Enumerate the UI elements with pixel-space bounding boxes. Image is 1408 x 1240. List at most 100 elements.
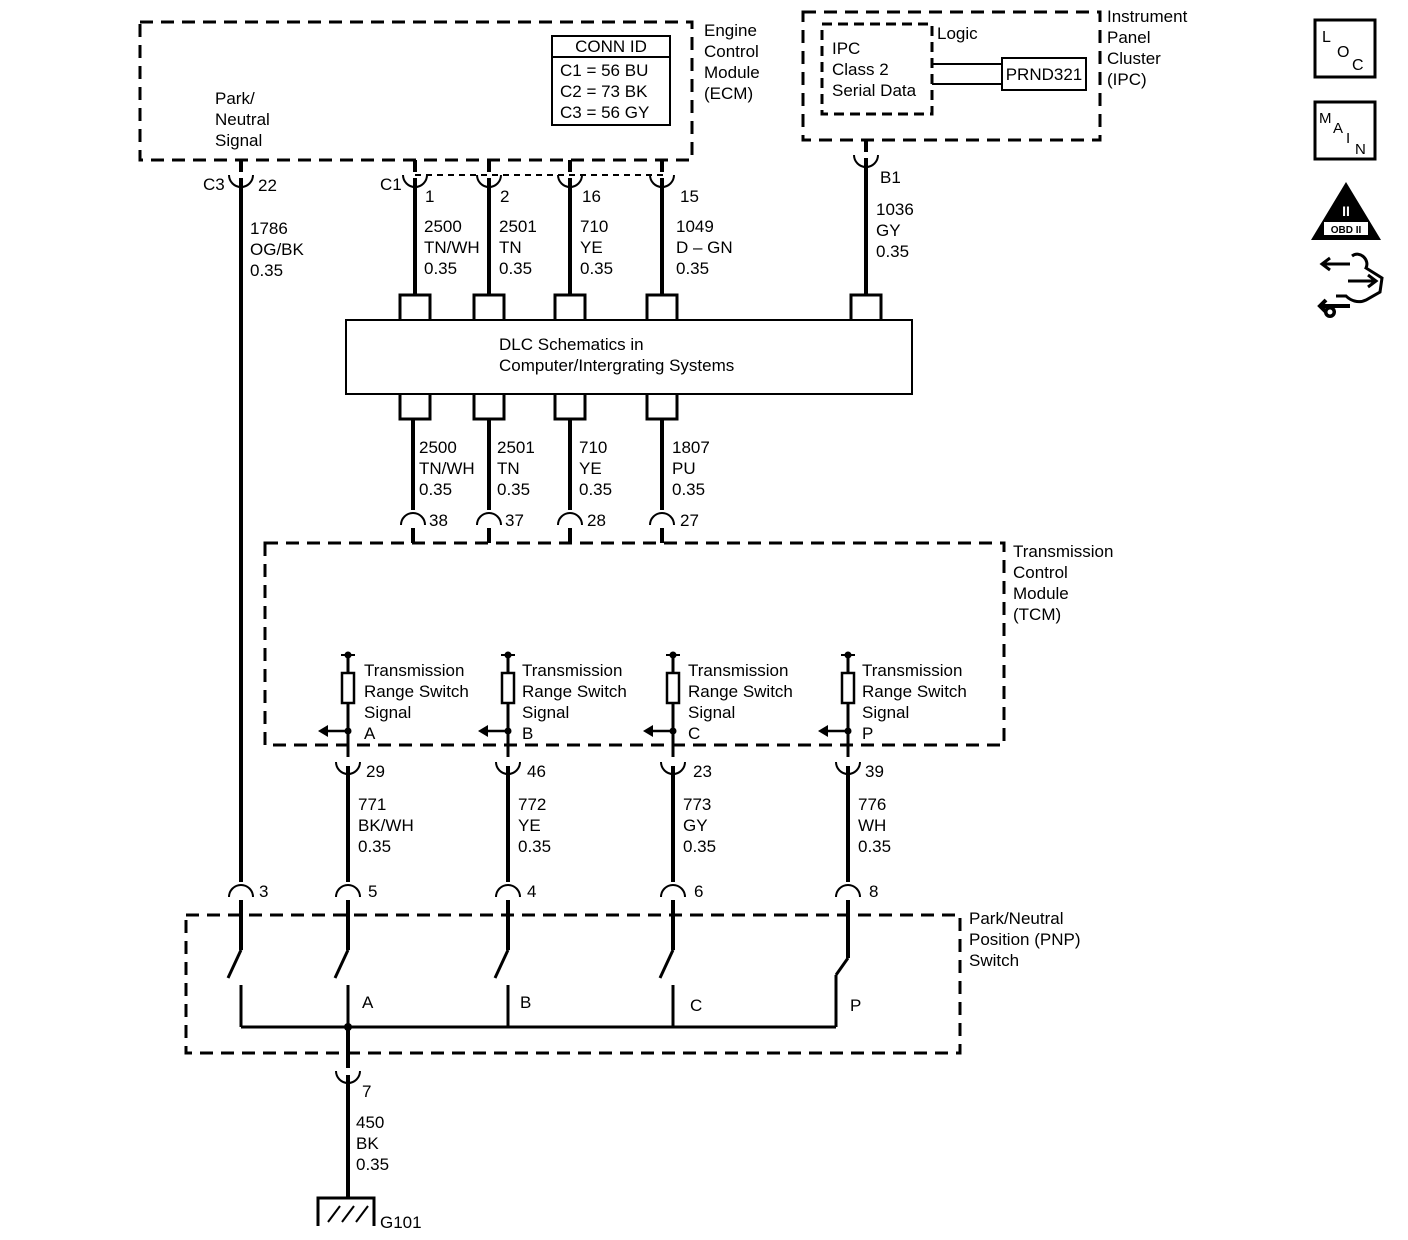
pnp-connectors: 3 5 4 6 8 <box>228 882 878 901</box>
wire-2501-lower-circuit: 2501 <box>497 438 535 457</box>
pin-15: 15 <box>680 187 699 206</box>
wire-771-color: BK/WH <box>358 816 414 835</box>
wire-2500-upper-gauge: 0.35 <box>424 259 457 278</box>
obd-ii-icon[interactable]: II OBD II <box>1311 182 1381 240</box>
ipc-name-line-4: (IPC) <box>1107 70 1147 89</box>
dlc-bracket-top-5 <box>849 293 883 320</box>
wire-1036-gauge: 0.35 <box>876 242 909 261</box>
pin-3: 3 <box>259 882 268 901</box>
wire-1036-circuit: 1036 <box>876 200 914 219</box>
connector-tcm-38 <box>400 512 426 526</box>
wire-1049-gauge: 0.35 <box>676 259 709 278</box>
svg-text:OBD II: OBD II <box>1331 225 1362 236</box>
pin-5: 5 <box>368 882 377 901</box>
switch-b-signal-letter: B <box>522 724 533 743</box>
connector-pnp-5 <box>335 884 361 898</box>
wire-2500-lower-gauge: 0.35 <box>419 480 452 499</box>
ecm-name-line-3: Module <box>704 63 760 82</box>
dlc-bracket-bottom-1 <box>398 394 432 421</box>
ground-label: G101 <box>380 1213 422 1232</box>
connector-pnp-6 <box>660 884 686 898</box>
range-switch-signal-p: Transmission Range Switch Signal P <box>818 651 967 757</box>
pnp-contact-c <box>658 949 675 979</box>
ipc-name-line-3: Cluster <box>1107 49 1161 68</box>
dlc-frame <box>345 319 913 395</box>
ecm-name-line-4: (ECM) <box>704 84 753 103</box>
service-wrench-hand-icon[interactable] <box>1317 252 1384 318</box>
wires-to-tcm: 2500 TN/WH 0.35 2501 TN 0.35 710 YE 0.35… <box>398 394 710 543</box>
wire-772-circuit: 772 <box>518 795 546 814</box>
svg-text:M: M <box>1319 110 1332 127</box>
wire-1807-gauge: 0.35 <box>672 480 705 499</box>
pin-38: 38 <box>429 511 448 530</box>
connector-tcm-27 <box>649 512 675 526</box>
range-switch-signal-c: Transmission Range Switch Signal C <box>643 651 793 757</box>
pnp-name-line-2: Position (PNP) <box>969 930 1080 949</box>
wire-773-gauge: 0.35 <box>683 837 716 856</box>
pnp-contact-a <box>333 949 350 979</box>
conn-id-row-c1: C1 = 56 BU <box>560 61 648 80</box>
pin-6: 6 <box>694 882 703 901</box>
ground-icon <box>316 1196 376 1226</box>
pin-16: 16 <box>582 187 601 206</box>
dlc-text-line-2: Computer/Intergrating Systems <box>499 356 734 375</box>
main-icon[interactable]: M A I N <box>1313 100 1377 161</box>
connector-pnp-8 <box>835 884 861 898</box>
connector-tcm-28 <box>557 512 583 526</box>
arrow-icon-b <box>478 725 488 737</box>
pullup-resistor-a <box>340 671 356 705</box>
svg-text:L: L <box>1322 29 1331 46</box>
park-neutral-signal-line-1: Park/ <box>215 89 255 108</box>
pin-39: 39 <box>865 762 884 781</box>
park-neutral-signal-line-3: Signal <box>215 131 262 150</box>
dlc-bracket-bottom-3 <box>553 394 587 421</box>
pin-46: 46 <box>527 762 546 781</box>
wire-2500-lower-color: TN/WH <box>419 459 475 478</box>
arrow-icon-a <box>318 725 328 737</box>
dlc-text-line-1: DLC Schematics in <box>499 335 644 354</box>
wire-450-gauge: 0.35 <box>356 1155 389 1174</box>
dlc-bracket-top-3 <box>553 293 587 320</box>
pnp-contact-p-label: P <box>850 996 861 1015</box>
pin-22: 22 <box>258 176 277 195</box>
wire-2501-lower-gauge: 0.35 <box>497 480 530 499</box>
switch-p-label-line-3: Signal <box>862 703 909 722</box>
switch-c-label-line-2: Range Switch <box>688 682 793 701</box>
pullup-resistor-p <box>840 671 856 705</box>
dlc-bracket-top-4 <box>645 293 679 320</box>
wire-1786-circuit: 1786 <box>250 219 288 238</box>
pullup-resistor-b <box>500 671 516 705</box>
pin-7: 7 <box>362 1082 371 1101</box>
wire-1807-circuit: 1807 <box>672 438 710 457</box>
ipc-inner-line-2: Class 2 <box>832 60 889 79</box>
dlc-bracket-bottom-2 <box>472 394 506 421</box>
ecm-module: Engine Control Module (ECM) Park/ Neutra… <box>138 20 760 162</box>
pnp-contact-b <box>493 949 510 979</box>
park-neutral-wire: 1786 OG/BK 0.35 <box>239 178 305 882</box>
switch-b-label-line-3: Signal <box>522 703 569 722</box>
pnp-contact-b-label: B <box>520 993 531 1012</box>
wires-tcm-to-pnp: 771 BK/WH 0.35 772 YE 0.35 773 GY 0.35 7… <box>346 766 891 882</box>
ecm-name-line-1: Engine <box>704 21 757 40</box>
pnp-contact-c-label: C <box>690 996 702 1015</box>
pin-28: 28 <box>587 511 606 530</box>
wire-776-gauge: 0.35 <box>858 837 891 856</box>
conn-id-row-c3: C3 = 56 GY <box>560 103 649 122</box>
switch-a-label-line-1: Transmission <box>364 661 464 680</box>
pullup-resistor-c <box>665 671 681 705</box>
switch-b-label-line-1: Transmission <box>522 661 622 680</box>
wire-771-circuit: 771 <box>358 795 386 814</box>
pin-2: 2 <box>500 187 509 206</box>
pnp-dashed-boundary <box>184 913 962 1055</box>
tcm-module: Transmission Control Module (TCM) Transm… <box>263 541 1113 757</box>
loc-icon[interactable]: L O C <box>1313 18 1377 79</box>
svg-text:N: N <box>1355 141 1366 158</box>
connector-pnp-4 <box>495 884 521 898</box>
dlc-bracket-top-1 <box>398 293 432 320</box>
wire-2500-lower-circuit: 2500 <box>419 438 457 457</box>
pin-b1: B1 <box>880 168 901 187</box>
switch-c-label-line-1: Transmission <box>688 661 788 680</box>
connector-pnp-3 <box>228 884 254 898</box>
pnp-contact-3 <box>226 949 243 979</box>
pin-37: 37 <box>505 511 524 530</box>
